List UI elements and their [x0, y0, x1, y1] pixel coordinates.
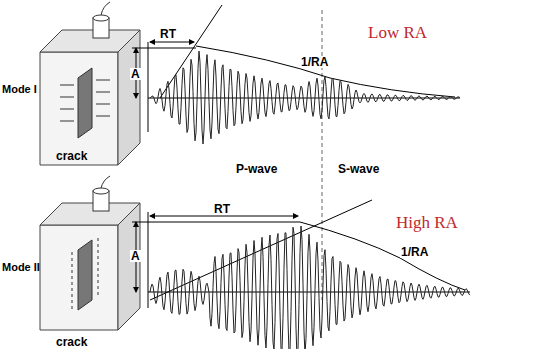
wave-label: P-wave: [236, 163, 277, 175]
crack-label: crack: [56, 336, 87, 348]
specimen-block: [40, 30, 140, 165]
crack-label: crack: [56, 150, 87, 162]
waveform-annotations: [132, 5, 460, 132]
ra-label: 1/RA: [300, 56, 329, 68]
crack-mode-i: [60, 68, 110, 138]
crack-mode-ii: [72, 238, 98, 312]
wave-label: S-wave: [338, 163, 379, 175]
ra-class-label: High RA: [396, 214, 458, 231]
ra-label: 1/RA: [400, 246, 429, 258]
rise-time-label: RT: [214, 203, 230, 215]
sensor: [93, 2, 110, 38]
sensor: [93, 176, 110, 211]
pwave-swave-divider: [322, 10, 323, 300]
specimen-block: [40, 203, 140, 330]
mode-label: Mode I: [2, 84, 37, 95]
rise-time-label: RT: [160, 28, 176, 40]
ra-class-label: Low RA: [368, 24, 427, 41]
ae-waveform: [150, 51, 470, 349]
mode-label: Mode II: [2, 262, 40, 273]
waveform-annotations: [132, 200, 470, 308]
amplitude-label: A: [130, 68, 141, 80]
amplitude-label: A: [130, 250, 141, 262]
